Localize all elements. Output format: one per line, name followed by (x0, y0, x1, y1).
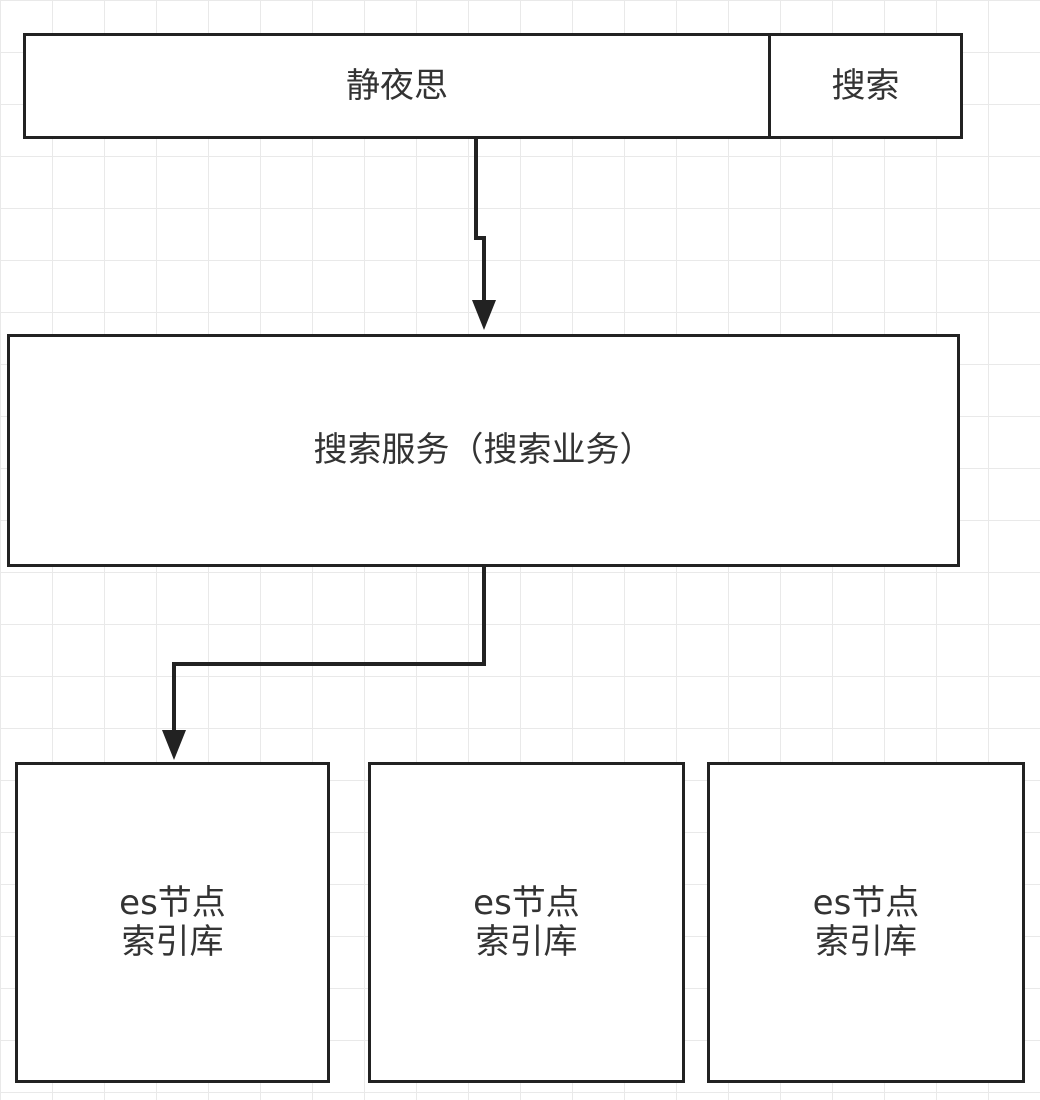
es-node-title: es节点 (812, 883, 920, 924)
arrowhead-to-es-node (162, 730, 186, 760)
search-service-box: 搜索服务（搜索业务） (7, 334, 960, 567)
search-button-label: 搜索 (831, 65, 900, 106)
search-service-label: 搜索服务（搜索业务） (313, 430, 654, 471)
es-node-1: es节点 索引库 (15, 762, 330, 1083)
es-node-subtitle: 索引库 (475, 921, 578, 962)
search-button[interactable]: 搜索 (768, 33, 963, 139)
es-node-subtitle: 索引库 (814, 921, 917, 962)
connector-service-to-es-node (172, 566, 486, 730)
search-input-value: 静夜思 (346, 65, 448, 106)
search-input[interactable]: 静夜思 (23, 33, 771, 139)
es-node-title: es节点 (119, 883, 226, 924)
arrowhead-to-search-service (472, 300, 496, 330)
connector-search-bar-to-service (474, 138, 486, 300)
es-node-subtitle: 索引库 (121, 921, 224, 962)
es-node-2: es节点 索引库 (368, 762, 685, 1083)
es-node-title: es节点 (473, 883, 580, 924)
es-node-3: es节点 索引库 (707, 762, 1025, 1083)
